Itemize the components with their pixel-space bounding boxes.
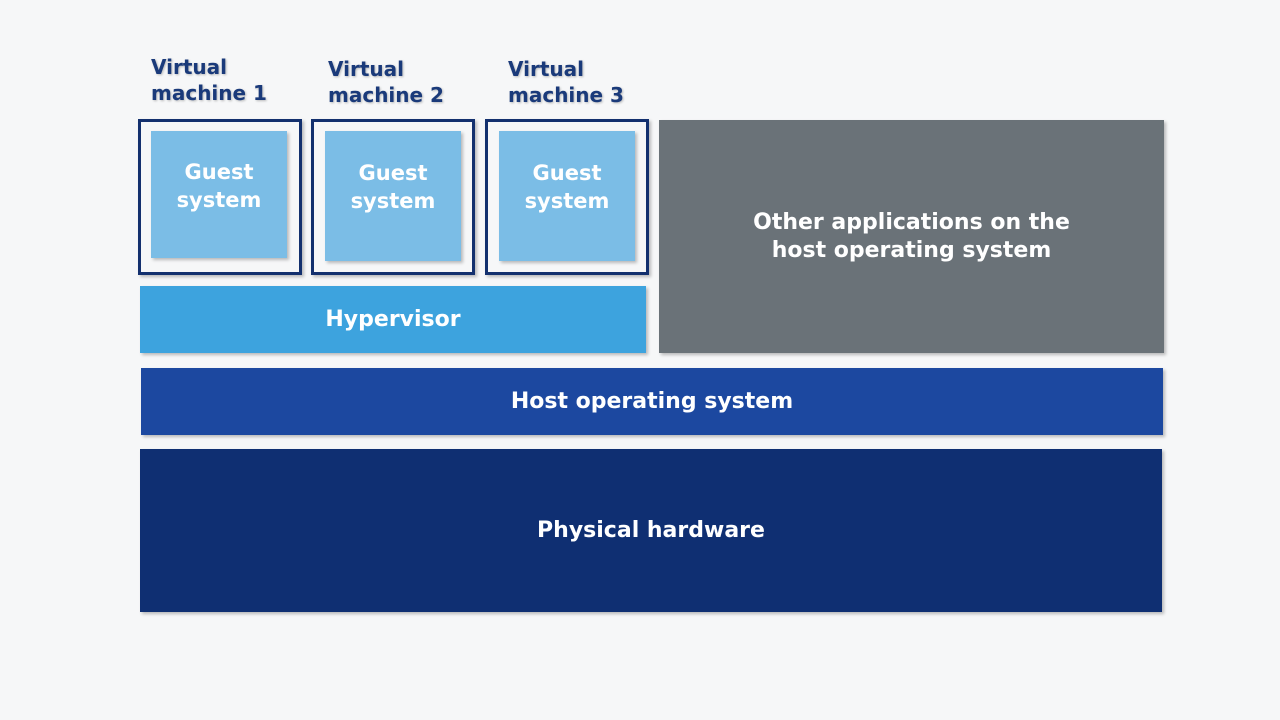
vm-3-title-line1: Virtual xyxy=(508,57,584,81)
vm-3-guest-line2: system xyxy=(524,189,610,213)
vm-3-title: Virtual machine 3 xyxy=(508,56,624,108)
vm-3-guest-system: Guest system xyxy=(499,131,635,261)
vm-2-guest-system: Guest system xyxy=(325,131,461,261)
vm-1-frame xyxy=(138,119,302,275)
vm-2-guest-line2: system xyxy=(350,189,436,213)
vm-1-guest-line1: Guest xyxy=(184,159,254,184)
other-applications-box: Other applications on the host operating… xyxy=(659,120,1164,353)
vm-2-frame xyxy=(311,119,475,275)
host-os-layer: Host operating system xyxy=(141,368,1163,435)
vm-2-title: Virtual machine 2 xyxy=(328,56,444,108)
vm-1-title-line1: Virtual xyxy=(151,55,227,79)
vm-2-title-line1: Virtual xyxy=(328,57,404,81)
vm-3-frame xyxy=(485,119,649,275)
hypervisor-label: Hypervisor xyxy=(325,307,461,332)
hypervisor-layer: Hypervisor xyxy=(140,286,646,353)
vm-1-title-line2: machine 1 xyxy=(151,81,267,105)
vm-3-guest-line1: Guest xyxy=(532,161,602,185)
vm-1-guest-system: Guest system xyxy=(151,131,287,258)
vm-2-guest-line1: Guest xyxy=(358,161,428,185)
vm-2-title-line2: machine 2 xyxy=(328,83,444,107)
vm-1-title: Virtual machine 1 xyxy=(151,54,267,106)
hardware-label: Physical hardware xyxy=(537,518,765,543)
vm-3-title-line2: machine 3 xyxy=(508,83,624,107)
other-apps-line2: host operating system xyxy=(771,237,1052,263)
host-os-label: Host operating system xyxy=(510,389,794,414)
hardware-layer: Physical hardware xyxy=(140,449,1162,612)
vm-1-guest-line2: system xyxy=(176,187,262,212)
other-apps-line1: Other applications on the xyxy=(753,209,1070,235)
